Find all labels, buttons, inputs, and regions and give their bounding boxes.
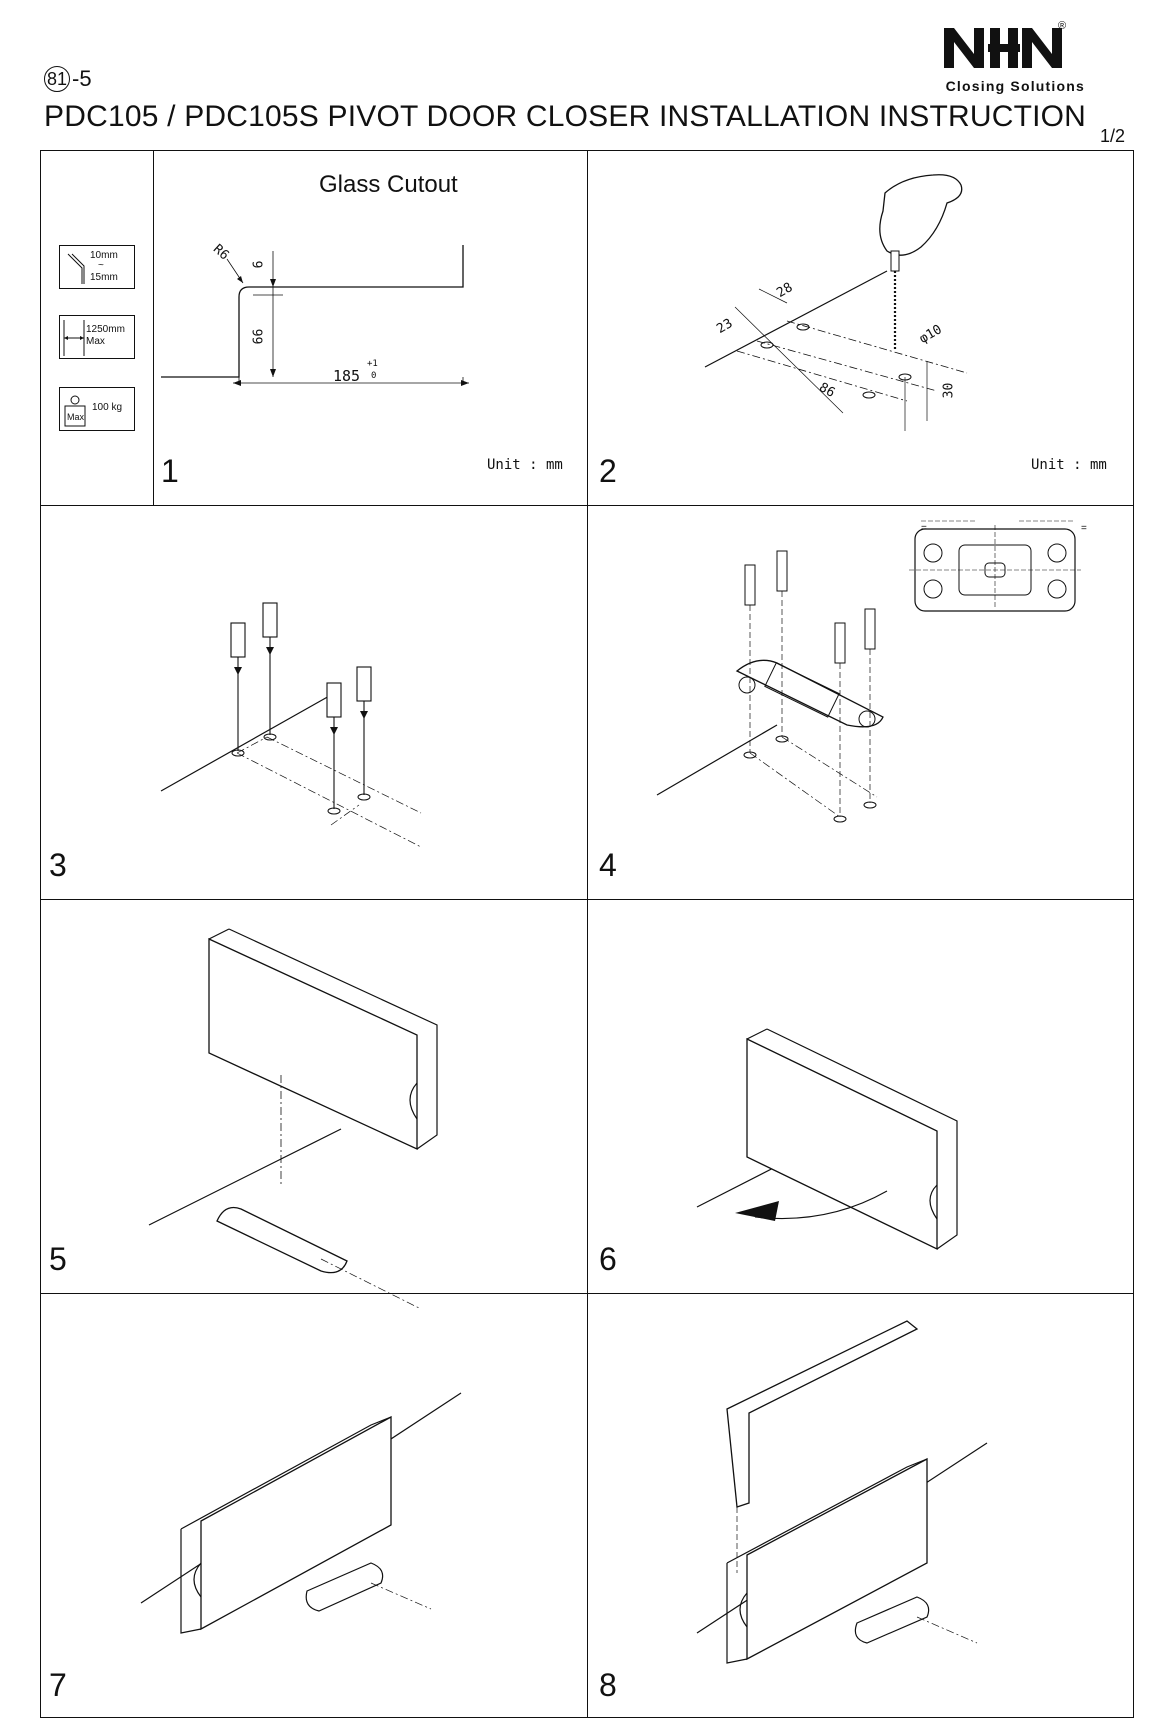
step1-glass-cutout-drawing (161, 245, 469, 386)
document-title: PDC105 / PDC105S PIVOT DOOR CLOSER INSTA… (44, 100, 1087, 133)
step1-dim-tol-zero: 0 (371, 371, 377, 381)
step-number-8: 8 (599, 1667, 617, 1703)
step6-rotate-drawing (696, 1028, 958, 1251)
step-number-7: 7 (49, 1667, 67, 1703)
step2-unit: Unit : mm (1031, 457, 1107, 473)
step1-dim-width: 185 (333, 367, 361, 385)
step2-drilling-drawing (704, 174, 968, 431)
spec-glass-thickness: 10mm ~ 15mm (59, 245, 135, 289)
instruction-grid: 10mm ~ 15mm 1250mm Max Max 100 kg Glass … (40, 150, 1134, 1718)
spec-door-weight: Max 100 kg (59, 387, 135, 431)
step-number-6: 6 (599, 1241, 617, 1277)
brand-tagline: Closing Solutions (945, 78, 1085, 94)
registered-mark: ® (1058, 20, 1067, 32)
step-number-4: 4 (599, 847, 617, 883)
step1-dim-top: 6 (251, 260, 267, 269)
page-number: 1/2 (1100, 126, 1126, 146)
step1-caption: Glass Cutout (319, 171, 458, 198)
step1-dim-height: 66 (251, 328, 267, 345)
spec-column-divider (153, 151, 154, 505)
step2-dim-d: 30 (941, 382, 957, 399)
step1-unit: Unit : mm (487, 457, 563, 473)
spec-door-width: 1250mm Max (59, 315, 135, 359)
grid-divider-row2 (41, 899, 1133, 900)
step4-equal-right: = (1081, 523, 1087, 534)
step3-anchors-drawing (160, 602, 422, 848)
step-number-5: 5 (49, 1241, 67, 1277)
brand-logo: ® (940, 20, 1070, 72)
step5-place-closer-drawing (148, 928, 438, 1310)
step4-mounting-plate-drawing (656, 520, 1081, 823)
page-code: 81 -5 (44, 66, 92, 92)
step4-equal-left: = (921, 523, 927, 534)
step1-dim-tol-plus: +1 (367, 359, 378, 369)
step-number-1: 1 (161, 453, 179, 489)
step-number-2: 2 (599, 453, 617, 489)
page-code-suffix: -5 (72, 66, 92, 91)
page-code-circled: 81 (44, 66, 70, 92)
grid-divider-vertical (587, 151, 588, 1717)
step8-cover-plate-drawing (696, 1320, 988, 1664)
grid-divider-row3 (41, 1293, 1133, 1294)
grid-divider-row1 (41, 505, 1133, 506)
step7-closer-installed-drawing (140, 1392, 462, 1634)
step-number-3: 3 (49, 847, 67, 883)
